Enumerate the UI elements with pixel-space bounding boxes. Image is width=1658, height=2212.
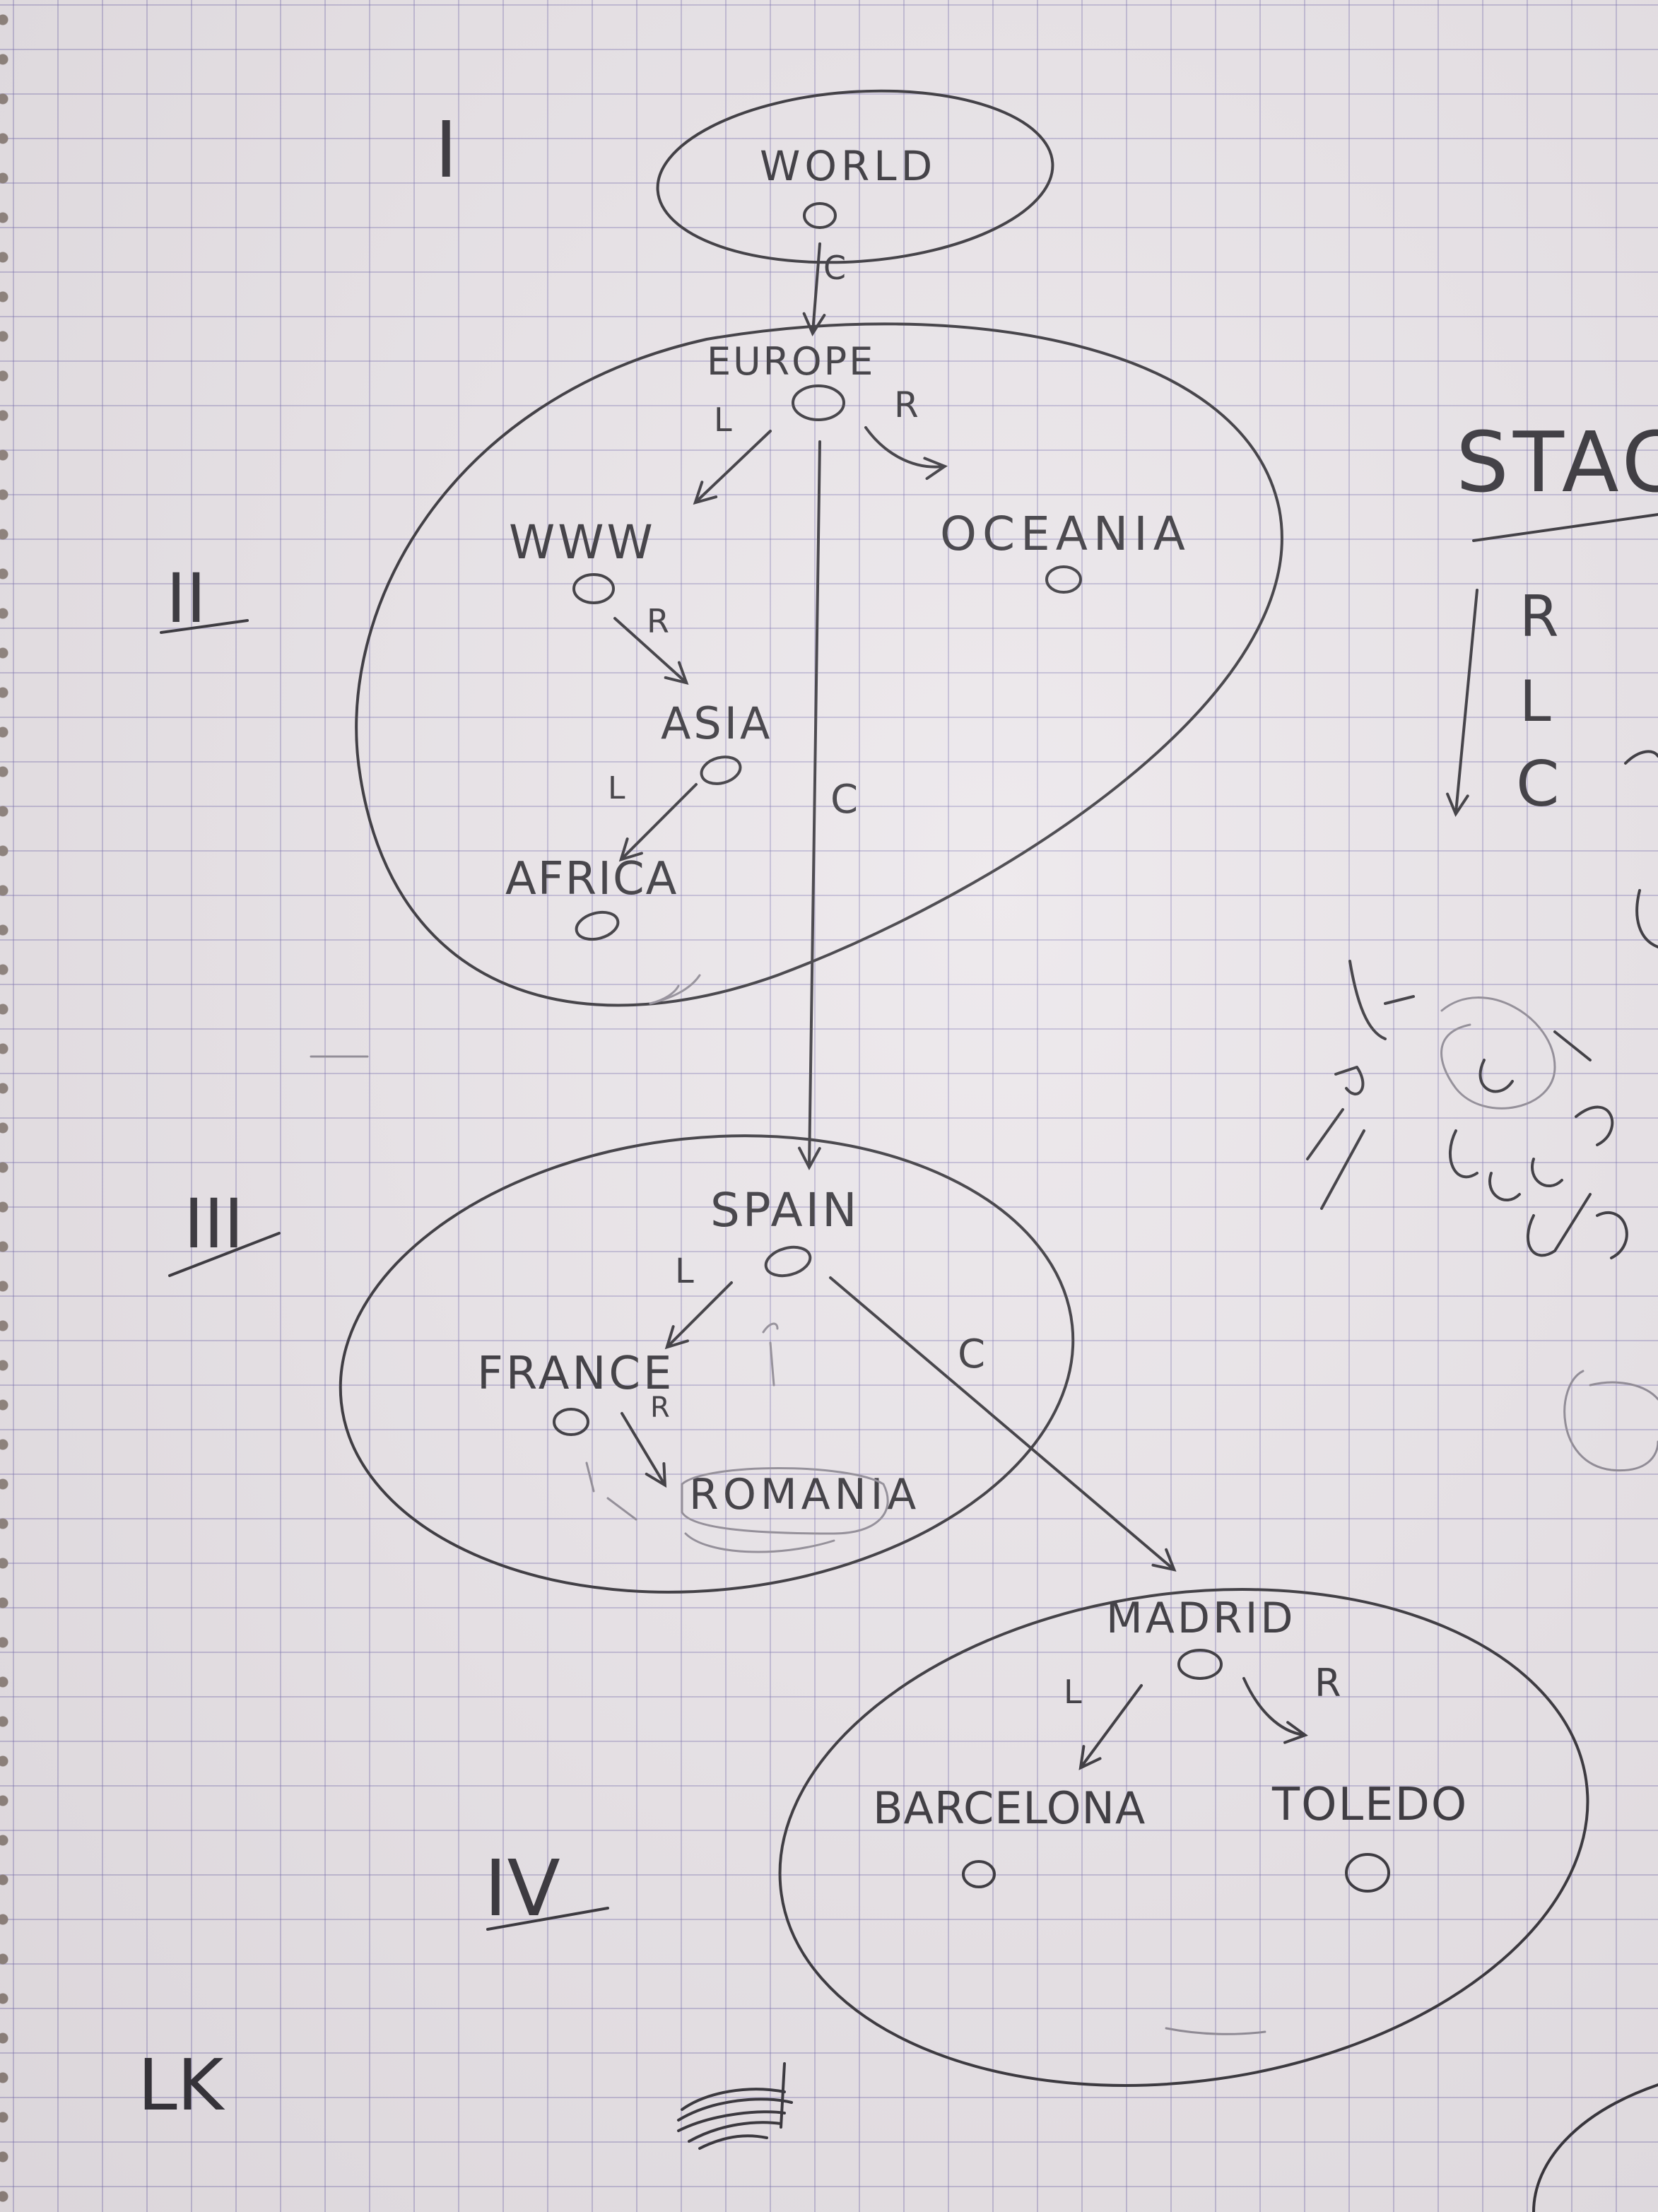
side-note-arrow [1446, 589, 1478, 817]
label-romania: ROMANIA [689, 1470, 920, 1519]
label-madrid: MADRID [1106, 1594, 1296, 1643]
edge-europe-www [693, 430, 772, 505]
node-france [553, 1408, 589, 1436]
node-www [572, 573, 615, 604]
binder-holes [0, 0, 16, 2212]
edge-asia-africa [618, 783, 698, 862]
edge-madrid-barcelona [1078, 1684, 1143, 1770]
node-spain [764, 1245, 812, 1278]
side-note-stack-item-2: L [1519, 669, 1551, 734]
level-four-region [778, 1588, 1589, 2087]
label-spain: SPAIN [710, 1183, 859, 1237]
side-note-stack-item-3: C [1516, 748, 1559, 820]
label-europe: EUROPE [707, 339, 875, 384]
edge-france-romania [621, 1412, 667, 1488]
level-three-region [339, 1134, 1075, 1594]
edge-label-asia-africa: L [608, 770, 625, 806]
node-asia [700, 755, 742, 785]
edge-label-madrid-barcelona: L [1064, 1673, 1082, 1711]
node-africa [575, 910, 620, 941]
edge-label-europe-www: L [714, 401, 732, 439]
edge-label-world-europe: C [823, 249, 846, 287]
label-world: WORLD [760, 142, 936, 190]
label-asia: ASIA [661, 698, 772, 749]
label-www: WWW [509, 515, 656, 570]
edge-label-france-romania: R [650, 1392, 670, 1424]
level-three-underline [168, 1232, 281, 1277]
level-two-region [355, 322, 1283, 1007]
edge-label-www-asia: R [647, 602, 669, 640]
edge-label-europe-spain: C [830, 777, 858, 823]
node-europe [792, 384, 845, 421]
label-france: FRANCE [477, 1348, 674, 1400]
edge-world-europe [802, 242, 826, 336]
edge-label-europe-oceania: R [894, 384, 919, 425]
node-world [803, 202, 837, 229]
node-madrid [1177, 1649, 1223, 1680]
level-four-underline [486, 1907, 609, 1931]
level-label-two: II [166, 559, 206, 638]
faint-marks [310, 974, 1266, 2035]
corner-mark: LK [138, 2044, 225, 2126]
edge-label-madrid-toledo: R [1315, 1661, 1341, 1705]
level-label-one: I [435, 105, 457, 195]
edge-label-spain-madrid: C [958, 1331, 985, 1377]
label-africa: AFRICA [505, 853, 678, 905]
level-one-region [656, 89, 1054, 264]
label-barcelona: BARCELONA [873, 1782, 1146, 1834]
edge-label-spain-france: L [675, 1252, 694, 1291]
level-label-four: IV [484, 1843, 560, 1934]
side-note-stack-item-1: R [1519, 584, 1559, 649]
edge-www-asia [613, 617, 689, 686]
scribbles-right [1306, 750, 1658, 2212]
label-oceania: OCEANIA [940, 507, 1191, 561]
node-oceania [1045, 565, 1082, 594]
scribble-bottom [677, 2062, 793, 2150]
label-toledo: TOLEDO [1271, 1779, 1468, 1831]
level-two-underline [160, 619, 249, 634]
side-note-rule [1472, 513, 1658, 542]
edge-europe-oceania [864, 426, 948, 481]
edge-europe-spain [797, 440, 821, 1171]
edge-madrid-toledo [1242, 1677, 1308, 1744]
node-barcelona [962, 1860, 996, 1888]
side-note-title: STAC [1456, 413, 1658, 511]
edge-spain-france [664, 1281, 733, 1350]
edge-spain-madrid [829, 1276, 1177, 1572]
node-toledo [1345, 1853, 1390, 1893]
